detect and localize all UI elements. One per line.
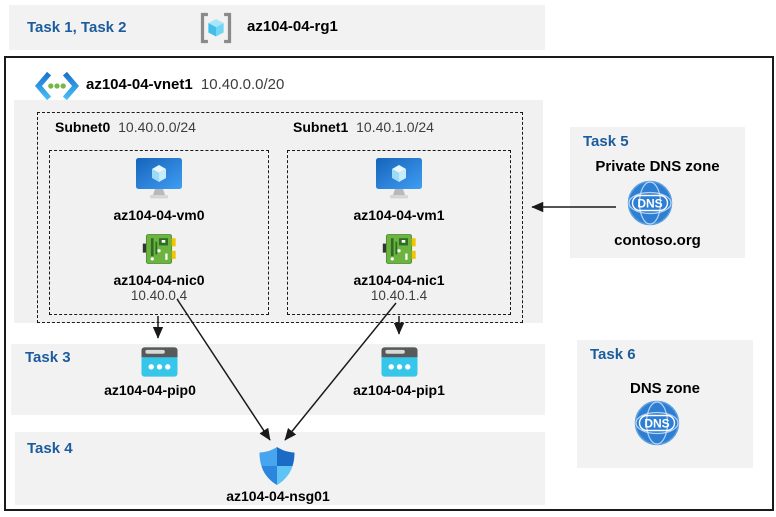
subnet0-box: az104-04-vm0 az104-04-nic0 10.40.0.4 <box>49 150 269 315</box>
vnet-icon <box>34 71 80 101</box>
vm1-label: az104-04-vm1 <box>353 207 445 223</box>
subnet0-name: Subnet0 <box>55 119 111 135</box>
pip1-label: az104-04-pip1 <box>353 382 445 398</box>
private-dns-zone-name: contoso.org <box>614 232 701 249</box>
task12-panel: Task 1, Task 2 az104-04-rg1 <box>9 5 545 50</box>
vnet-label: az104-04-vnet1 10.40.0.0/20 <box>86 76 284 93</box>
dns-zone-title: DNS zone <box>629 380 700 397</box>
private-dns-icon: DNS <box>627 180 673 226</box>
private-dns-zone-title: Private DNS zone <box>595 158 720 175</box>
subnet1-label: Subnet1 10.40.1.0/24 <box>293 119 434 135</box>
vm0-icon <box>50 157 268 201</box>
resource-group-icon <box>198 11 234 45</box>
task5-heading: Task 5 <box>583 133 629 150</box>
task6-heading: Task 6 <box>590 346 636 363</box>
private-dns-icon-text: DNS <box>637 197 662 211</box>
vnet-name: az104-04-vnet1 <box>86 76 193 93</box>
pip0-label: az104-04-pip0 <box>104 382 196 398</box>
subnet0-cidr: 10.40.0.0/24 <box>118 119 196 135</box>
nic1-icon <box>288 231 510 267</box>
vnet-inner-background <box>14 100 543 323</box>
dns-zone-icon: DNS <box>634 400 680 446</box>
dns-zone-icon-text: DNS <box>644 417 669 431</box>
vm1-icon <box>288 157 510 201</box>
nsg-label: az104-04-nsg01 <box>226 488 330 504</box>
task3-panel: Task 3 <box>11 344 545 415</box>
nic0-label: az104-04-nic0 <box>113 272 205 288</box>
subnet1-name: Subnet1 <box>293 119 349 135</box>
vnet-cidr: 10.40.0.0/20 <box>200 76 285 93</box>
task12-heading: Task 1, Task 2 <box>27 19 127 36</box>
task5-panel: Task 5 Private DNS zone DNS contoso.org <box>570 127 745 258</box>
subnets-dashed-outline <box>37 112 523 323</box>
nsg-shield-icon <box>257 446 297 486</box>
pip0-icon <box>141 346 178 378</box>
vm0-label: az104-04-vm0 <box>113 207 205 223</box>
nic1-ip: 10.40.1.4 <box>370 288 428 303</box>
subnet1-cidr: 10.40.1.0/24 <box>356 119 434 135</box>
nic0-icon <box>50 231 268 267</box>
pip1-icon <box>381 346 418 378</box>
nic1-label: az104-04-nic1 <box>353 272 445 288</box>
subnet0-label: Subnet0 10.40.0.0/24 <box>55 119 196 135</box>
task3-heading: Task 3 <box>25 349 71 366</box>
subnet1-box: az104-04-vm1 az104-04-nic1 10.40.1.4 <box>287 150 511 315</box>
resource-group-label: az104-04-rg1 <box>247 18 338 35</box>
nic0-ip: 10.40.0.4 <box>130 288 188 303</box>
task6-panel: Task 6 DNS zone DNS <box>577 340 753 468</box>
task4-heading: Task 4 <box>27 440 73 457</box>
